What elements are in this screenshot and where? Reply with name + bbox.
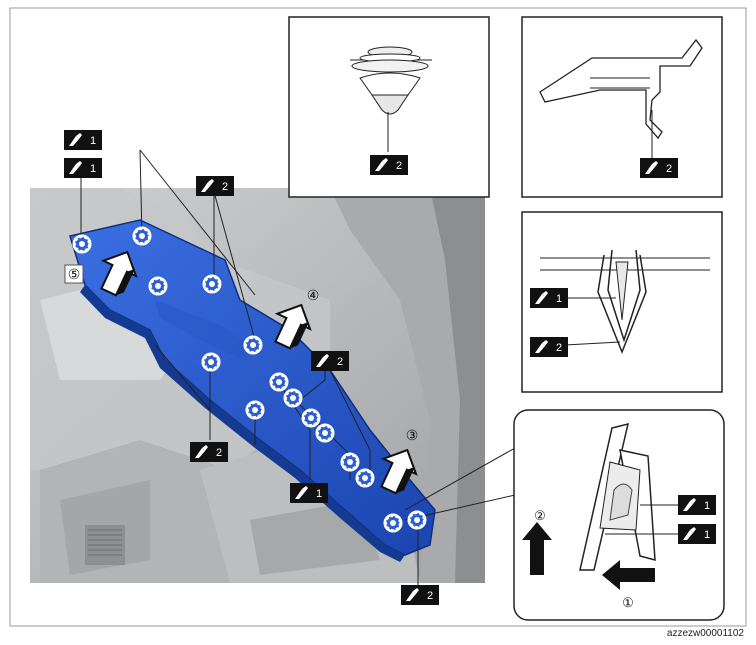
detail-edge-clip: 2 — [521, 16, 723, 198]
step-4-label: ④ — [307, 287, 320, 303]
badge-label: 2 — [556, 342, 562, 354]
badge-label: 1 — [316, 488, 322, 500]
badge-label: 1 — [90, 163, 96, 175]
badge-label: 1 — [90, 135, 96, 147]
detail-push-clip: 2 — [288, 16, 490, 198]
step-3-label: ③ — [406, 427, 419, 443]
detail-spring-clip: 1 2 — [521, 211, 723, 393]
main-badges: 1 1 2 2 2 1 2 — [64, 130, 439, 605]
step-1-label: ① — [622, 595, 634, 610]
step-numbers: ⑤ ④ ③ — [64, 264, 419, 443]
outer-frame — [9, 7, 747, 627]
step-2-label: ② — [534, 508, 546, 523]
badge-label: 2 — [666, 163, 672, 175]
badge-label: 2 — [427, 590, 433, 602]
badge-label: 1 — [556, 293, 562, 305]
badge-label: 2 — [222, 181, 228, 193]
badge-label: 1 — [704, 529, 710, 541]
badge-label: 2 — [216, 447, 222, 459]
badge-label: 2 — [337, 356, 343, 368]
leader-lines — [80, 149, 516, 585]
detail-removal-steps: ② ① 1 1 — [513, 409, 725, 621]
badge-label: 2 — [396, 160, 402, 172]
step-5-label: ⑤ — [68, 266, 81, 282]
figure-code: azzezw00001102 — [666, 628, 744, 639]
badge-label: 1 — [704, 500, 710, 512]
